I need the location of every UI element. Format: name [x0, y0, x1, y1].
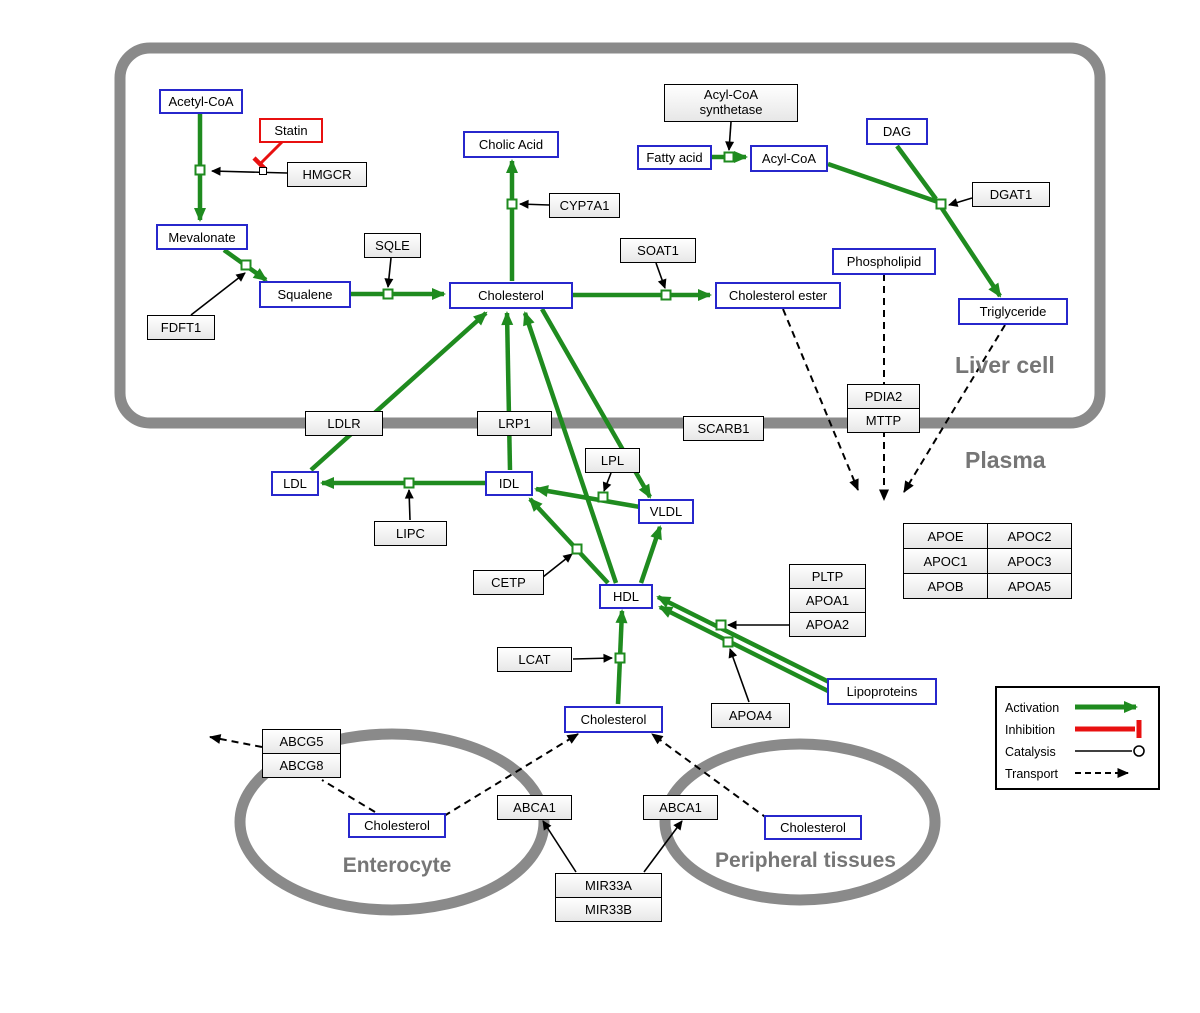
legend: Activation Inhibition Catalysis Transpor…: [995, 686, 1160, 790]
node-cholesterol-ester[interactable]: Cholesterol ester: [715, 282, 841, 309]
node-hdl[interactable]: HDL: [599, 584, 653, 609]
peripheral-tissues-membrane: [659, 738, 941, 906]
node-lpl[interactable]: LPL: [585, 448, 640, 473]
node-cholesterol-plasma[interactable]: Cholesterol: [564, 706, 663, 733]
node-apob[interactable]: APOB: [903, 573, 987, 598]
node-acetyl-coa[interactable]: Acetyl-CoA: [159, 89, 243, 114]
node-ldlr[interactable]: LDLR: [305, 411, 383, 436]
node-abca1-enterocyte[interactable]: ABCA1: [497, 795, 572, 820]
node-cetp[interactable]: CETP: [473, 570, 544, 595]
node-cholesterol-liver[interactable]: Cholesterol: [449, 282, 573, 309]
legend-transport-label: Transport: [1005, 767, 1059, 781]
node-stack-pdia2-mttp: PDIA2 MTTP: [847, 384, 920, 433]
node-stack-mir33: MIR33A MIR33B: [555, 873, 662, 922]
node-lcat[interactable]: LCAT: [497, 647, 572, 672]
legend-activation-label: Activation: [1005, 701, 1060, 715]
node-ldl[interactable]: LDL: [271, 471, 319, 496]
activation-edges: [194, 113, 1002, 705]
legend-inhibition-glyph: [1075, 720, 1142, 738]
node-mir33a[interactable]: MIR33A: [555, 873, 662, 898]
node-mir33b[interactable]: MIR33B: [555, 897, 662, 922]
node-fdft1[interactable]: FDFT1: [147, 315, 215, 340]
node-cholesterol-enterocyte[interactable]: Cholesterol: [348, 813, 446, 838]
node-phospholipid[interactable]: Phospholipid: [832, 248, 936, 275]
node-cyp7a1[interactable]: CYP7A1: [549, 193, 620, 218]
node-pdia2[interactable]: PDIA2: [847, 384, 920, 409]
node-sqle[interactable]: SQLE: [364, 233, 421, 258]
apolipoprotein-table: APOE APOC2 APOC1 APOC3 APOB APOA5: [903, 523, 1072, 599]
catalysis-edges: [190, 121, 973, 873]
node-apoc3[interactable]: APOC3: [987, 548, 1071, 573]
acs-line1: Acyl-CoA: [703, 87, 759, 103]
legend-inhibition-label: Inhibition: [1005, 723, 1056, 737]
node-apoc2[interactable]: APOC2: [987, 523, 1071, 548]
statin-anchor: [259, 167, 267, 175]
node-scarb1[interactable]: SCARB1: [683, 416, 764, 441]
node-triglyceride[interactable]: Triglyceride: [958, 298, 1068, 325]
node-statin[interactable]: Statin: [259, 118, 323, 143]
node-lipoproteins[interactable]: Lipoproteins: [827, 678, 937, 705]
node-vldl[interactable]: VLDL: [638, 499, 694, 524]
plasma-label: Plasma: [965, 447, 1046, 473]
node-hmgcr[interactable]: HMGCR: [287, 162, 367, 187]
node-mttp[interactable]: MTTP: [847, 408, 920, 433]
enterocyte-label: Enterocyte: [342, 854, 452, 877]
legend-catalysis-label: Catalysis: [1005, 745, 1056, 759]
liver-cell-label: Liver cell: [955, 352, 1055, 378]
node-apoa1[interactable]: APOA1: [789, 588, 866, 613]
node-acyl-coa-synthetase[interactable]: Acyl-CoA synthetase: [664, 84, 798, 122]
node-apoc1[interactable]: APOC1: [903, 548, 987, 573]
node-cholesterol-peripheral[interactable]: Cholesterol: [764, 815, 862, 840]
node-idl[interactable]: IDL: [485, 471, 533, 496]
node-dag[interactable]: DAG: [866, 118, 928, 145]
liver-cell-membrane: [114, 42, 1106, 429]
node-apoe[interactable]: APOE: [903, 523, 987, 548]
node-abca1-peripheral[interactable]: ABCA1: [643, 795, 718, 820]
edge-anchors: [194, 151, 947, 664]
node-dgat1[interactable]: DGAT1: [972, 182, 1050, 207]
acs-line2: synthetase: [699, 102, 763, 117]
node-stack-abcg5-abcg8: ABCG5 ABCG8: [262, 729, 341, 778]
node-apoa4[interactable]: APOA4: [711, 703, 790, 728]
peripheral-tissues-label: Peripheral tissues: [715, 849, 896, 872]
node-abcg5[interactable]: ABCG5: [262, 729, 341, 754]
legend-catalysis-glyph: [1075, 745, 1145, 757]
node-apoa5[interactable]: APOA5: [987, 573, 1071, 598]
node-lrp1[interactable]: LRP1: [477, 411, 552, 436]
node-fatty-acid[interactable]: Fatty acid: [637, 145, 712, 170]
node-squalene[interactable]: Squalene: [259, 281, 351, 308]
node-apoa2[interactable]: APOA2: [789, 612, 866, 637]
node-cholic-acid[interactable]: Cholic Acid: [463, 131, 559, 158]
node-abcg8[interactable]: ABCG8: [262, 753, 341, 778]
node-stack-pltp-apoa1-apoa2: PLTP APOA1 APOA2: [789, 564, 866, 637]
node-mevalonate[interactable]: Mevalonate: [156, 224, 248, 250]
node-lipc[interactable]: LIPC: [374, 521, 447, 546]
node-pltp[interactable]: PLTP: [789, 564, 866, 589]
node-soat1[interactable]: SOAT1: [620, 238, 696, 263]
node-acyl-coa[interactable]: Acyl-CoA: [750, 145, 828, 172]
inhibition-edge: [252, 139, 285, 172]
